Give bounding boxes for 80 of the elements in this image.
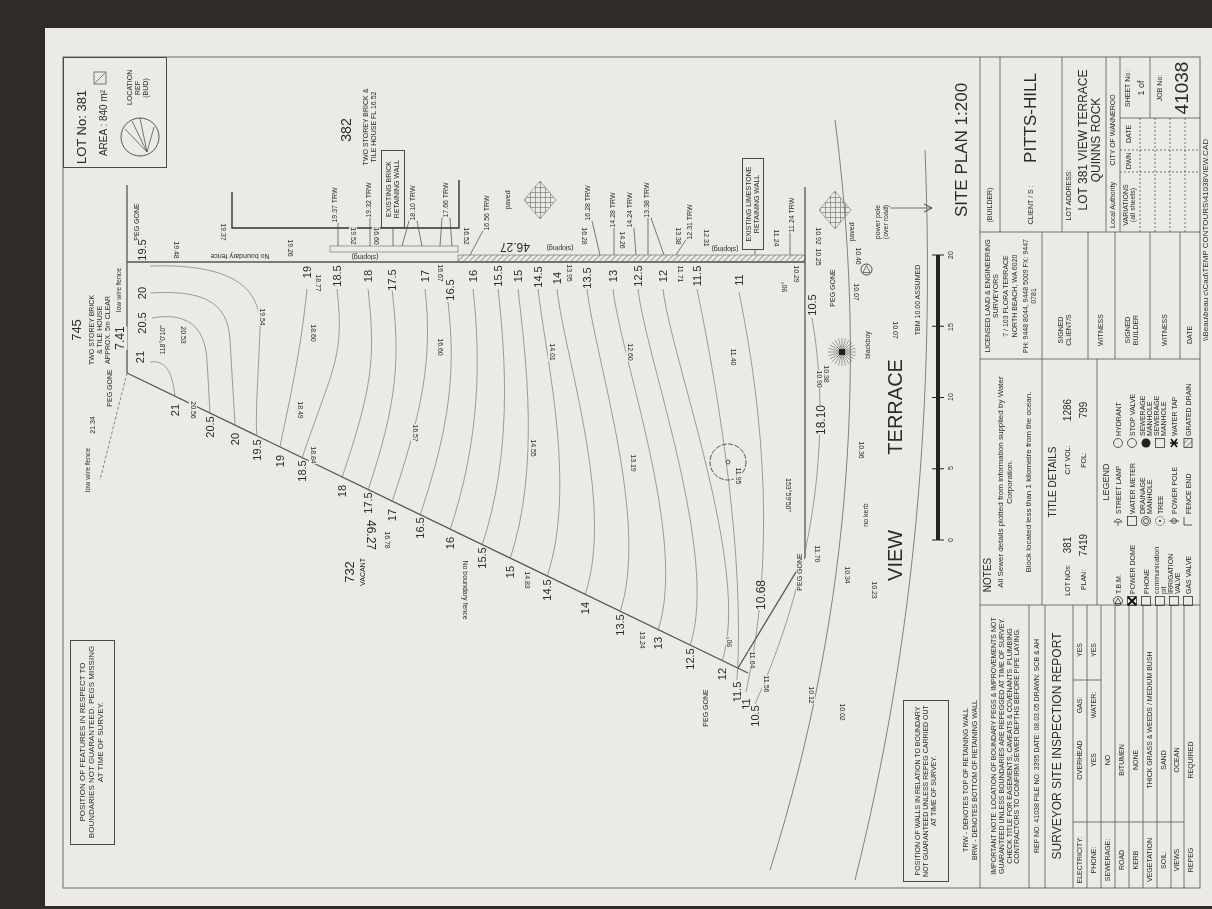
note-box bbox=[903, 700, 949, 882]
leader-line bbox=[613, 227, 615, 256]
contour-label: 18 bbox=[361, 269, 375, 283]
contour-label: 14.5 bbox=[531, 266, 545, 288]
leader-line bbox=[337, 222, 339, 247]
section-heading: LEGEND bbox=[1100, 463, 1112, 501]
contour-label: 14.5 bbox=[540, 579, 554, 601]
leader-line bbox=[754, 249, 756, 256]
retaining-wall bbox=[457, 254, 806, 263]
contour-label: 14 bbox=[578, 602, 592, 615]
contour-label: 15 bbox=[511, 269, 525, 283]
job-number: 41038 bbox=[1171, 61, 1193, 115]
contour-label: 16 bbox=[466, 269, 480, 283]
plan-title: SITE PLAN 1:200 bbox=[952, 82, 972, 218]
contour-label: 13.5 bbox=[580, 267, 594, 289]
lot-info-box bbox=[63, 57, 167, 168]
contour-label: 20.5 bbox=[135, 312, 149, 334]
leader-line bbox=[449, 217, 453, 247]
field-value: 1286 bbox=[1062, 398, 1074, 422]
field-value: 7419 bbox=[1078, 533, 1090, 557]
leader-line bbox=[591, 220, 601, 256]
client-name: PITTS-HILL bbox=[1021, 73, 1041, 163]
lot-address: LOT 381 VIEW TERRACE QUINNS ROCK bbox=[1076, 68, 1104, 213]
contour-label: 16 bbox=[443, 536, 457, 550]
contour-label: 11.5 bbox=[690, 265, 704, 287]
lot-area: AREA : 840 m² bbox=[98, 89, 110, 157]
contour-label: 20 bbox=[228, 433, 242, 446]
contour-label: 18.5 bbox=[330, 265, 344, 287]
leader-line bbox=[369, 217, 371, 247]
note-box bbox=[70, 640, 115, 845]
contour-label: 12 bbox=[656, 269, 670, 283]
contour-label: 10.5 bbox=[748, 705, 762, 727]
contour-label: 19.5 bbox=[135, 239, 149, 261]
report-heading: SURVEYOR SITE INSPECTION REPORT bbox=[1051, 632, 1065, 860]
contour-label: 19 bbox=[300, 265, 314, 279]
contour-label: 17.5 bbox=[361, 492, 375, 515]
contour-label: 16.5 bbox=[443, 279, 457, 301]
contour-label: 17 bbox=[418, 269, 432, 283]
retaining-wall bbox=[329, 245, 459, 253]
note-text: All Sewer details plotted from information supplied by Water Corporation. bbox=[997, 375, 1015, 590]
contour-label: 20 bbox=[135, 286, 149, 300]
contour-label: 13 bbox=[651, 637, 665, 650]
section-heading: TITLE DETAILS bbox=[1047, 446, 1059, 518]
contour-label: 18.5 bbox=[295, 460, 309, 483]
contour-label: 15.5 bbox=[475, 547, 489, 570]
field-value: 381 bbox=[1062, 536, 1074, 554]
contour-label: 20.5 bbox=[203, 416, 217, 438]
leader-line bbox=[416, 220, 423, 247]
warning-note: POSITION OF FEATURES IN RESPECT TO BOUNDARIES NOT GUARANTEED. PEGS MISSING AT TIME OF SURVEY. bbox=[78, 643, 106, 841]
contour-label: 16.5 bbox=[413, 517, 427, 540]
contour-label: 17.5 bbox=[385, 269, 399, 291]
leader-line bbox=[675, 239, 687, 256]
contour-label: 11 bbox=[732, 274, 746, 286]
contour-label: 14 bbox=[550, 271, 564, 285]
contour-label: 15.5 bbox=[491, 265, 505, 287]
leader-line bbox=[647, 217, 649, 256]
leader-line bbox=[439, 217, 443, 247]
note-text: Block located less than 1 kilometre from the ocean. bbox=[1024, 390, 1034, 575]
leader-line bbox=[650, 217, 665, 256]
contour-label: 21 bbox=[133, 350, 147, 364]
boundary-length: 7.41 bbox=[114, 326, 128, 350]
contour-label: 17 bbox=[385, 508, 399, 522]
leader-line bbox=[401, 220, 410, 247]
contour-label: 19.5 bbox=[250, 439, 264, 461]
leader-line bbox=[633, 227, 637, 256]
field-value: 799 bbox=[1078, 401, 1090, 419]
contour-label: 12.5 bbox=[683, 648, 697, 670]
contour-label: 21 bbox=[168, 404, 182, 417]
contour-label: 10.5 bbox=[805, 294, 819, 316]
notes-heading: NOTES bbox=[982, 557, 994, 593]
file-path: \\Beau\beau c\Cad\TEMP CONTOURS\41038VIEW.CAD bbox=[1201, 139, 1211, 341]
contour-label: 15 bbox=[503, 565, 517, 579]
contour-label: 12.5 bbox=[631, 265, 645, 287]
contour-label: 13.5 bbox=[613, 614, 627, 636]
contour-label: 12 bbox=[715, 668, 729, 681]
field-value: 1 of bbox=[1135, 80, 1147, 96]
leader-line bbox=[789, 231, 791, 256]
contour-label: 13 bbox=[606, 269, 620, 283]
leader-line bbox=[392, 227, 394, 247]
leader-line bbox=[469, 230, 484, 256]
